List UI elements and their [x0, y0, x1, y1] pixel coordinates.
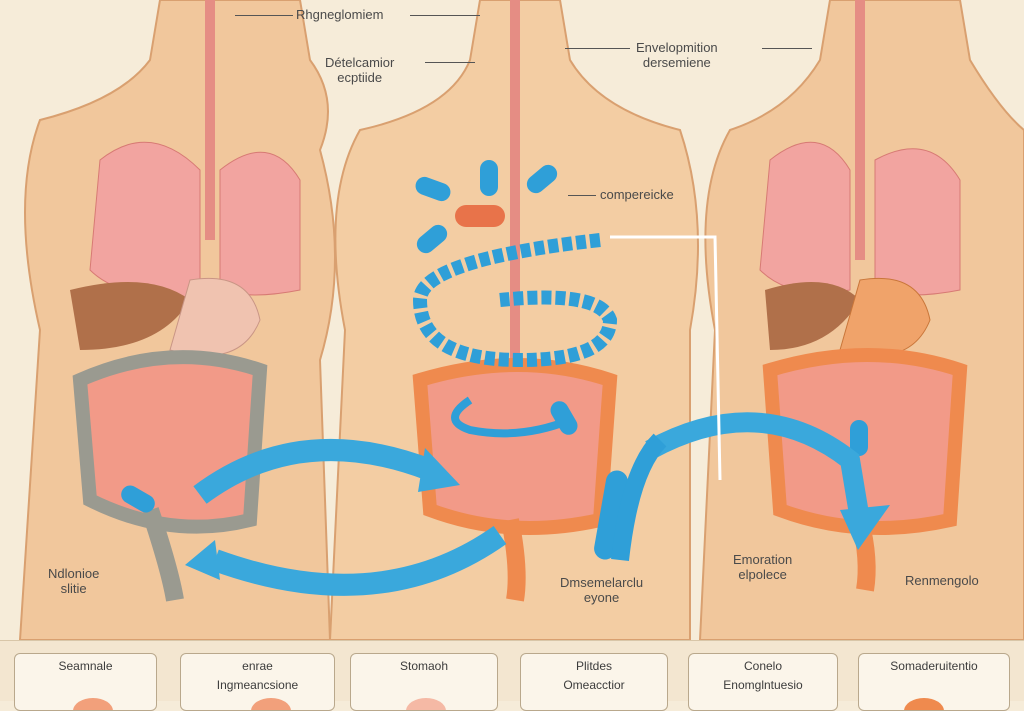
card-1-subtitle: [15, 673, 156, 679]
card-3: Stomaoh: [350, 653, 498, 711]
arrow-top-head: [418, 448, 460, 492]
liver-left: [70, 282, 190, 350]
capsules: [121, 160, 868, 560]
card-5: Conelo Enomglntuesio: [688, 653, 838, 711]
card-3-title: Stomaoh: [399, 659, 449, 673]
label-lower-center-line1: Dmsemelarclu: [560, 575, 644, 590]
arrow-right-loop: [645, 412, 870, 522]
lung-left-r: [219, 151, 301, 296]
card-4-title: Plitdes: [575, 659, 613, 673]
card-1: Seamnale: [14, 653, 157, 711]
colon-left: [72, 350, 268, 534]
label-upper-left-line2: ecptiide: [337, 70, 383, 85]
card-6-title: Somaderuitentio: [890, 659, 978, 673]
capsule-4: [416, 224, 448, 254]
label-top-center: Rhgneglomiem: [296, 7, 384, 22]
capsule-3: [526, 164, 558, 194]
lung-right-l: [759, 141, 851, 293]
card-5-title: Conelo: [743, 659, 783, 673]
colon-center: [412, 358, 618, 535]
lung-left-l: [89, 141, 201, 301]
card-6-subtitle: [859, 673, 1009, 679]
card-2-title: enrae: [242, 659, 273, 673]
card-1-title: Seamnale: [58, 659, 113, 673]
card-4-subtitle: Omeacctior: [563, 678, 625, 692]
label-upper-left-line1: Dételcamior: [325, 55, 395, 70]
arrow-right-head: [840, 505, 890, 550]
capsule-5: [550, 401, 578, 435]
card-2-subtitle: Ingmeancsione: [216, 678, 299, 692]
label-lower-right: Emoration elpolece: [733, 552, 792, 582]
capsule-1: [415, 176, 451, 202]
card-6: Somaderuitentio: [858, 653, 1010, 711]
label-mid-right: compereicke: [600, 187, 674, 202]
label-upper-left: Dételcamior ecptiide: [325, 55, 394, 85]
arrow-top-loop: [193, 439, 434, 504]
connector-line: [610, 235, 722, 481]
leader-upper-right: [565, 48, 630, 49]
torso-left: [18, 0, 336, 640]
bottom-panel: Seamnale enrae Ingmeancsione Stomaoh Pli…: [0, 640, 1024, 711]
capsule-6: [850, 420, 868, 456]
arrow-bottom-head: [185, 540, 220, 580]
rectum-center: [501, 518, 526, 602]
label-lower-center-line2: eyone: [583, 590, 620, 605]
label-upper-right: Envelopmition dersemiene: [636, 40, 718, 70]
capsule-7: [594, 470, 628, 560]
rectum-left: [141, 507, 184, 602]
label-lower-right-line2: elpolece: [738, 567, 787, 582]
capsule-spiral: [412, 233, 618, 368]
label-lower-center: Dmsemelarclu eyone: [560, 575, 643, 605]
arrow-bottom-loop: [211, 526, 507, 596]
leader-mid-right: [568, 195, 596, 196]
label-lower-left: Ndlonioe slitie: [48, 566, 99, 596]
capsule-2: [480, 160, 498, 196]
label-upper-right-line2: dersemiene: [642, 55, 711, 70]
card-4: Plitdes Omeacctior: [520, 653, 668, 711]
leader-upper-right-2: [762, 48, 812, 49]
lung-right-r: [874, 148, 961, 296]
label-lower-right-line1: Emoration: [733, 552, 793, 567]
card-3-subtitle: [351, 673, 497, 679]
liver-right: [765, 282, 860, 350]
label-lower-left-line2: slitie: [60, 581, 87, 596]
leader-top-right: [410, 15, 480, 16]
leader-top-left: [235, 15, 293, 16]
card-2: enrae Ingmeancsione: [180, 653, 335, 711]
pill-orange: [455, 205, 505, 227]
leader-upper-left: [425, 62, 475, 63]
capsule-8: [121, 485, 155, 513]
capsule-loop: [451, 396, 572, 438]
label-upper-right-line1: Envelopmition: [636, 40, 718, 55]
card-5-subtitle: Enomglntuesio: [723, 678, 803, 692]
capsule-tube-right: [611, 433, 667, 561]
label-far-right: Renmengolo: [905, 573, 979, 588]
label-lower-left-line1: Ndlonioe: [48, 566, 100, 581]
digestive-diagram: [18, 0, 1024, 640]
